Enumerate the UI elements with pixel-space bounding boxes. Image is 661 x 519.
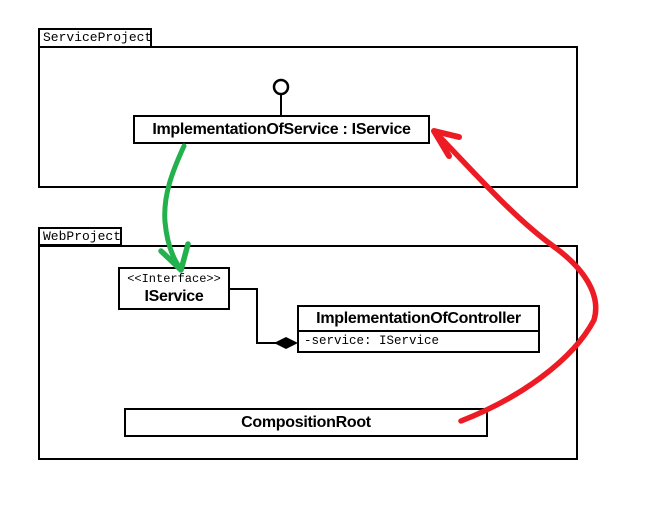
iservice-stereotype: <<Interface>> [127,272,221,286]
implementation-of-controller-class: ImplementationOfController -service: ISe… [297,305,540,353]
implementation-of-service-label: ImplementationOfService : IService [152,121,411,138]
implementation-of-controller-name: ImplementationOfController [299,307,538,332]
implementation-of-service-class: ImplementationOfService : IService [133,115,430,144]
iservice-name: IService [144,288,204,305]
iservice-interface-class: <<Interface>> IService [118,267,230,310]
controller-service-attribute: -service: IService [304,334,440,348]
web-project-package-tab: WebProject [38,227,122,246]
service-project-package-tab: ServiceProject [38,28,152,48]
composition-root-class: CompositionRoot [124,408,488,437]
web-project-package-label: WebProject [43,229,122,244]
service-project-package-label: ServiceProject [43,30,152,45]
composition-root-label: CompositionRoot [241,414,371,431]
